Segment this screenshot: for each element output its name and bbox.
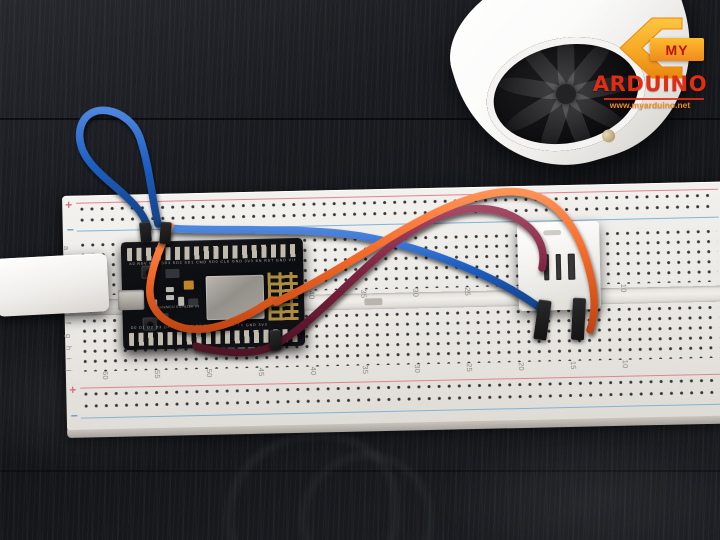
sensor-vent	[555, 253, 562, 281]
myarduino-chevron-icon	[619, 17, 683, 79]
column-number: 25	[463, 287, 473, 297]
column-number: 60	[100, 370, 111, 380]
row-letter: j	[64, 369, 74, 372]
smd-component	[183, 280, 194, 290]
sensor-slot	[543, 229, 562, 236]
logo-my-badge: MY	[650, 38, 704, 61]
logo-my-text: MY	[665, 41, 689, 58]
column-number: 30	[411, 288, 421, 298]
rail-plus-sign: +	[65, 197, 73, 212]
row-letter: f	[63, 321, 73, 325]
breadboard-bottom-power-rail: + −	[66, 370, 720, 424]
column-number: 35	[360, 365, 370, 375]
column-number: 35	[359, 289, 369, 299]
row-letter: i	[64, 357, 74, 360]
rail-hole-grid	[80, 193, 711, 228]
row-letter: h	[64, 345, 74, 351]
column-number: 40	[308, 366, 318, 376]
usb-cable-plug	[0, 253, 110, 317]
row-letter: a	[62, 245, 72, 251]
breadboard-notch	[364, 298, 383, 306]
rail-minus-sign: −	[70, 408, 78, 423]
column-number: 50	[204, 368, 214, 378]
flash-button[interactable]	[141, 265, 156, 279]
column-number: 45	[256, 367, 266, 377]
pcb-antenna	[267, 271, 299, 321]
dupont-connector	[269, 329, 282, 351]
rail-plus-sign: +	[69, 382, 77, 397]
silkscreen-text: NodeMCU ESP8266 V3	[156, 304, 200, 310]
dupont-connector	[570, 297, 587, 341]
column-number: 30	[412, 364, 422, 374]
column-number: 20	[516, 361, 526, 371]
logo-brand-text: ARDUINO	[592, 72, 708, 96]
watermark-logo: MY ARDUINO www.myarduino.net	[590, 12, 712, 116]
column-number: 10	[620, 359, 630, 369]
row-letter: g	[64, 333, 74, 339]
wood-plank-seam	[0, 118, 720, 120]
esp12e-module-shield	[205, 274, 265, 321]
dupont-connector	[159, 221, 172, 245]
smd-component	[165, 286, 174, 293]
smd-component	[165, 268, 180, 279]
dupont-connector	[138, 221, 153, 243]
rail-minus-sign: −	[66, 222, 74, 237]
sensor-vent	[567, 253, 576, 280]
logo-underline	[604, 98, 704, 100]
column-number: 10	[619, 283, 629, 293]
column-number: 40	[307, 290, 317, 300]
logo-url-text: www.myarduino.net	[609, 100, 691, 110]
smd-component	[166, 294, 175, 301]
column-number: 55	[152, 369, 163, 379]
rail-hole-grid	[84, 378, 715, 415]
column-number: 15	[568, 360, 578, 370]
smd-component	[156, 313, 169, 321]
column-number: 25	[464, 363, 474, 373]
dht-sensor	[516, 221, 602, 311]
sensor-vent	[543, 254, 550, 281]
micro-usb-port	[117, 289, 145, 311]
